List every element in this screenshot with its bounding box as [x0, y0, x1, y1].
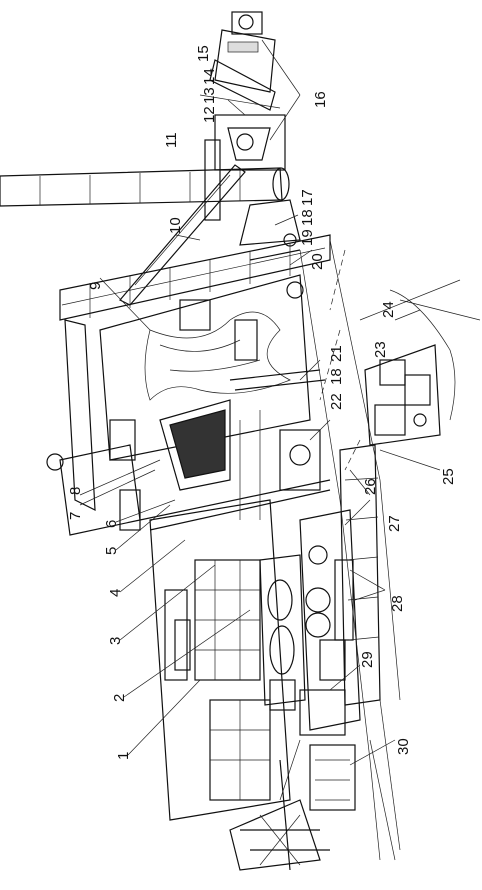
callout-9: 9: [87, 282, 104, 290]
pipework: [139, 233, 331, 531]
callout-10: 10: [167, 217, 184, 234]
callout-23: 23: [372, 341, 389, 358]
callout-26: 26: [362, 478, 379, 495]
callout-29: 29: [359, 651, 376, 668]
callout-24: 24: [380, 301, 397, 318]
callout-labels: 1 2 3 4 5 6 7 8 9 10 11 12 13 14 15 16 1…: [67, 45, 457, 760]
callout-11: 11: [163, 132, 180, 148]
callout-12: 12: [201, 106, 218, 123]
callout-28: 28: [389, 595, 406, 612]
callout-16: 16: [312, 91, 329, 108]
ground-lines: [299, 239, 401, 861]
callout-18: 18: [299, 209, 316, 226]
callout-30: 30: [395, 738, 412, 755]
callout-20: 20: [309, 253, 326, 270]
callout-17: 17: [299, 189, 316, 206]
callout-3: 3: [107, 637, 124, 645]
chimney: [0, 167, 290, 207]
callout-13: 13: [201, 87, 218, 104]
callout-18-lower: 18: [328, 368, 345, 385]
leader-lines: [79, 39, 421, 766]
callout-5: 5: [103, 547, 120, 555]
callout-4: 4: [107, 589, 124, 597]
callout-8: 8: [67, 487, 84, 495]
turbine-hall: [149, 444, 381, 821]
callout-25: 25: [440, 468, 457, 485]
fuel-supply-conveyor: [119, 11, 301, 306]
callout-19: 19: [299, 229, 316, 246]
callout-27: 27: [386, 515, 403, 532]
boiler-house: [46, 234, 331, 536]
callout-6: 6: [103, 520, 120, 528]
callout-21: 21: [328, 345, 345, 362]
callout-7: 7: [67, 512, 84, 520]
water-treatment-plant: [359, 279, 481, 471]
callout-1: 1: [115, 752, 132, 760]
callout-15: 15: [195, 45, 212, 62]
callout-14: 14: [201, 68, 218, 85]
transformer-switchyard: [229, 699, 401, 871]
callout-2: 2: [111, 694, 128, 702]
callout-22: 22: [328, 393, 345, 410]
